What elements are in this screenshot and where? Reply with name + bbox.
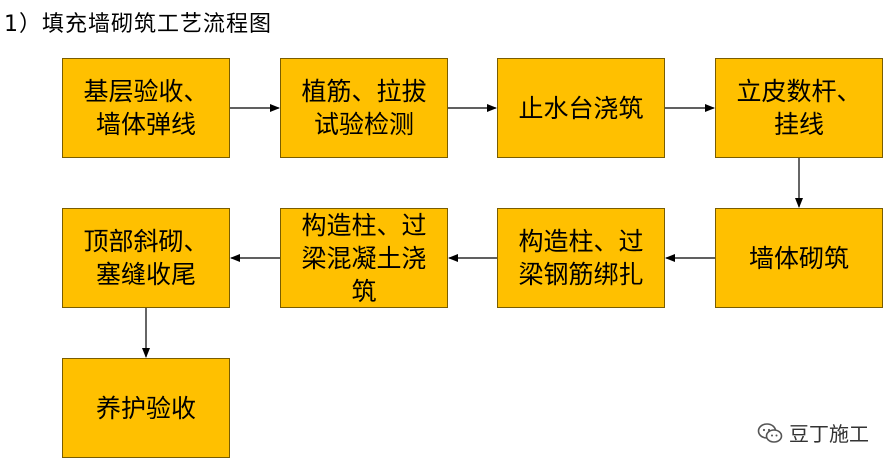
step-rebar-planting-test: 植筋、拉拔 试验检测 [280,58,448,158]
wechat-icon [757,422,783,443]
step-foundation-acceptance: 基层验收、 墙体弹线 [62,58,230,158]
step-curing-acceptance: 养护验收 [62,358,230,458]
step-column-rebar-binding: 构造柱、过 梁钢筋绑扎 [497,208,665,308]
watermark-text: 豆丁施工 [789,422,869,446]
watermark: 豆丁施工 [757,418,869,447]
page-title: 1）填充墙砌筑工艺流程图 [4,12,272,37]
step-level-rod-line: 立皮数杆、 挂线 [715,58,883,158]
step-water-stop-pour: 止水台浇筑 [497,58,665,158]
step-column-concrete-pour: 构造柱、过 梁混凝土浇 筑 [280,208,448,308]
step-top-slant-masonry: 顶部斜砌、 塞缝收尾 [62,208,230,308]
step-wall-masonry: 墙体砌筑 [715,208,883,308]
